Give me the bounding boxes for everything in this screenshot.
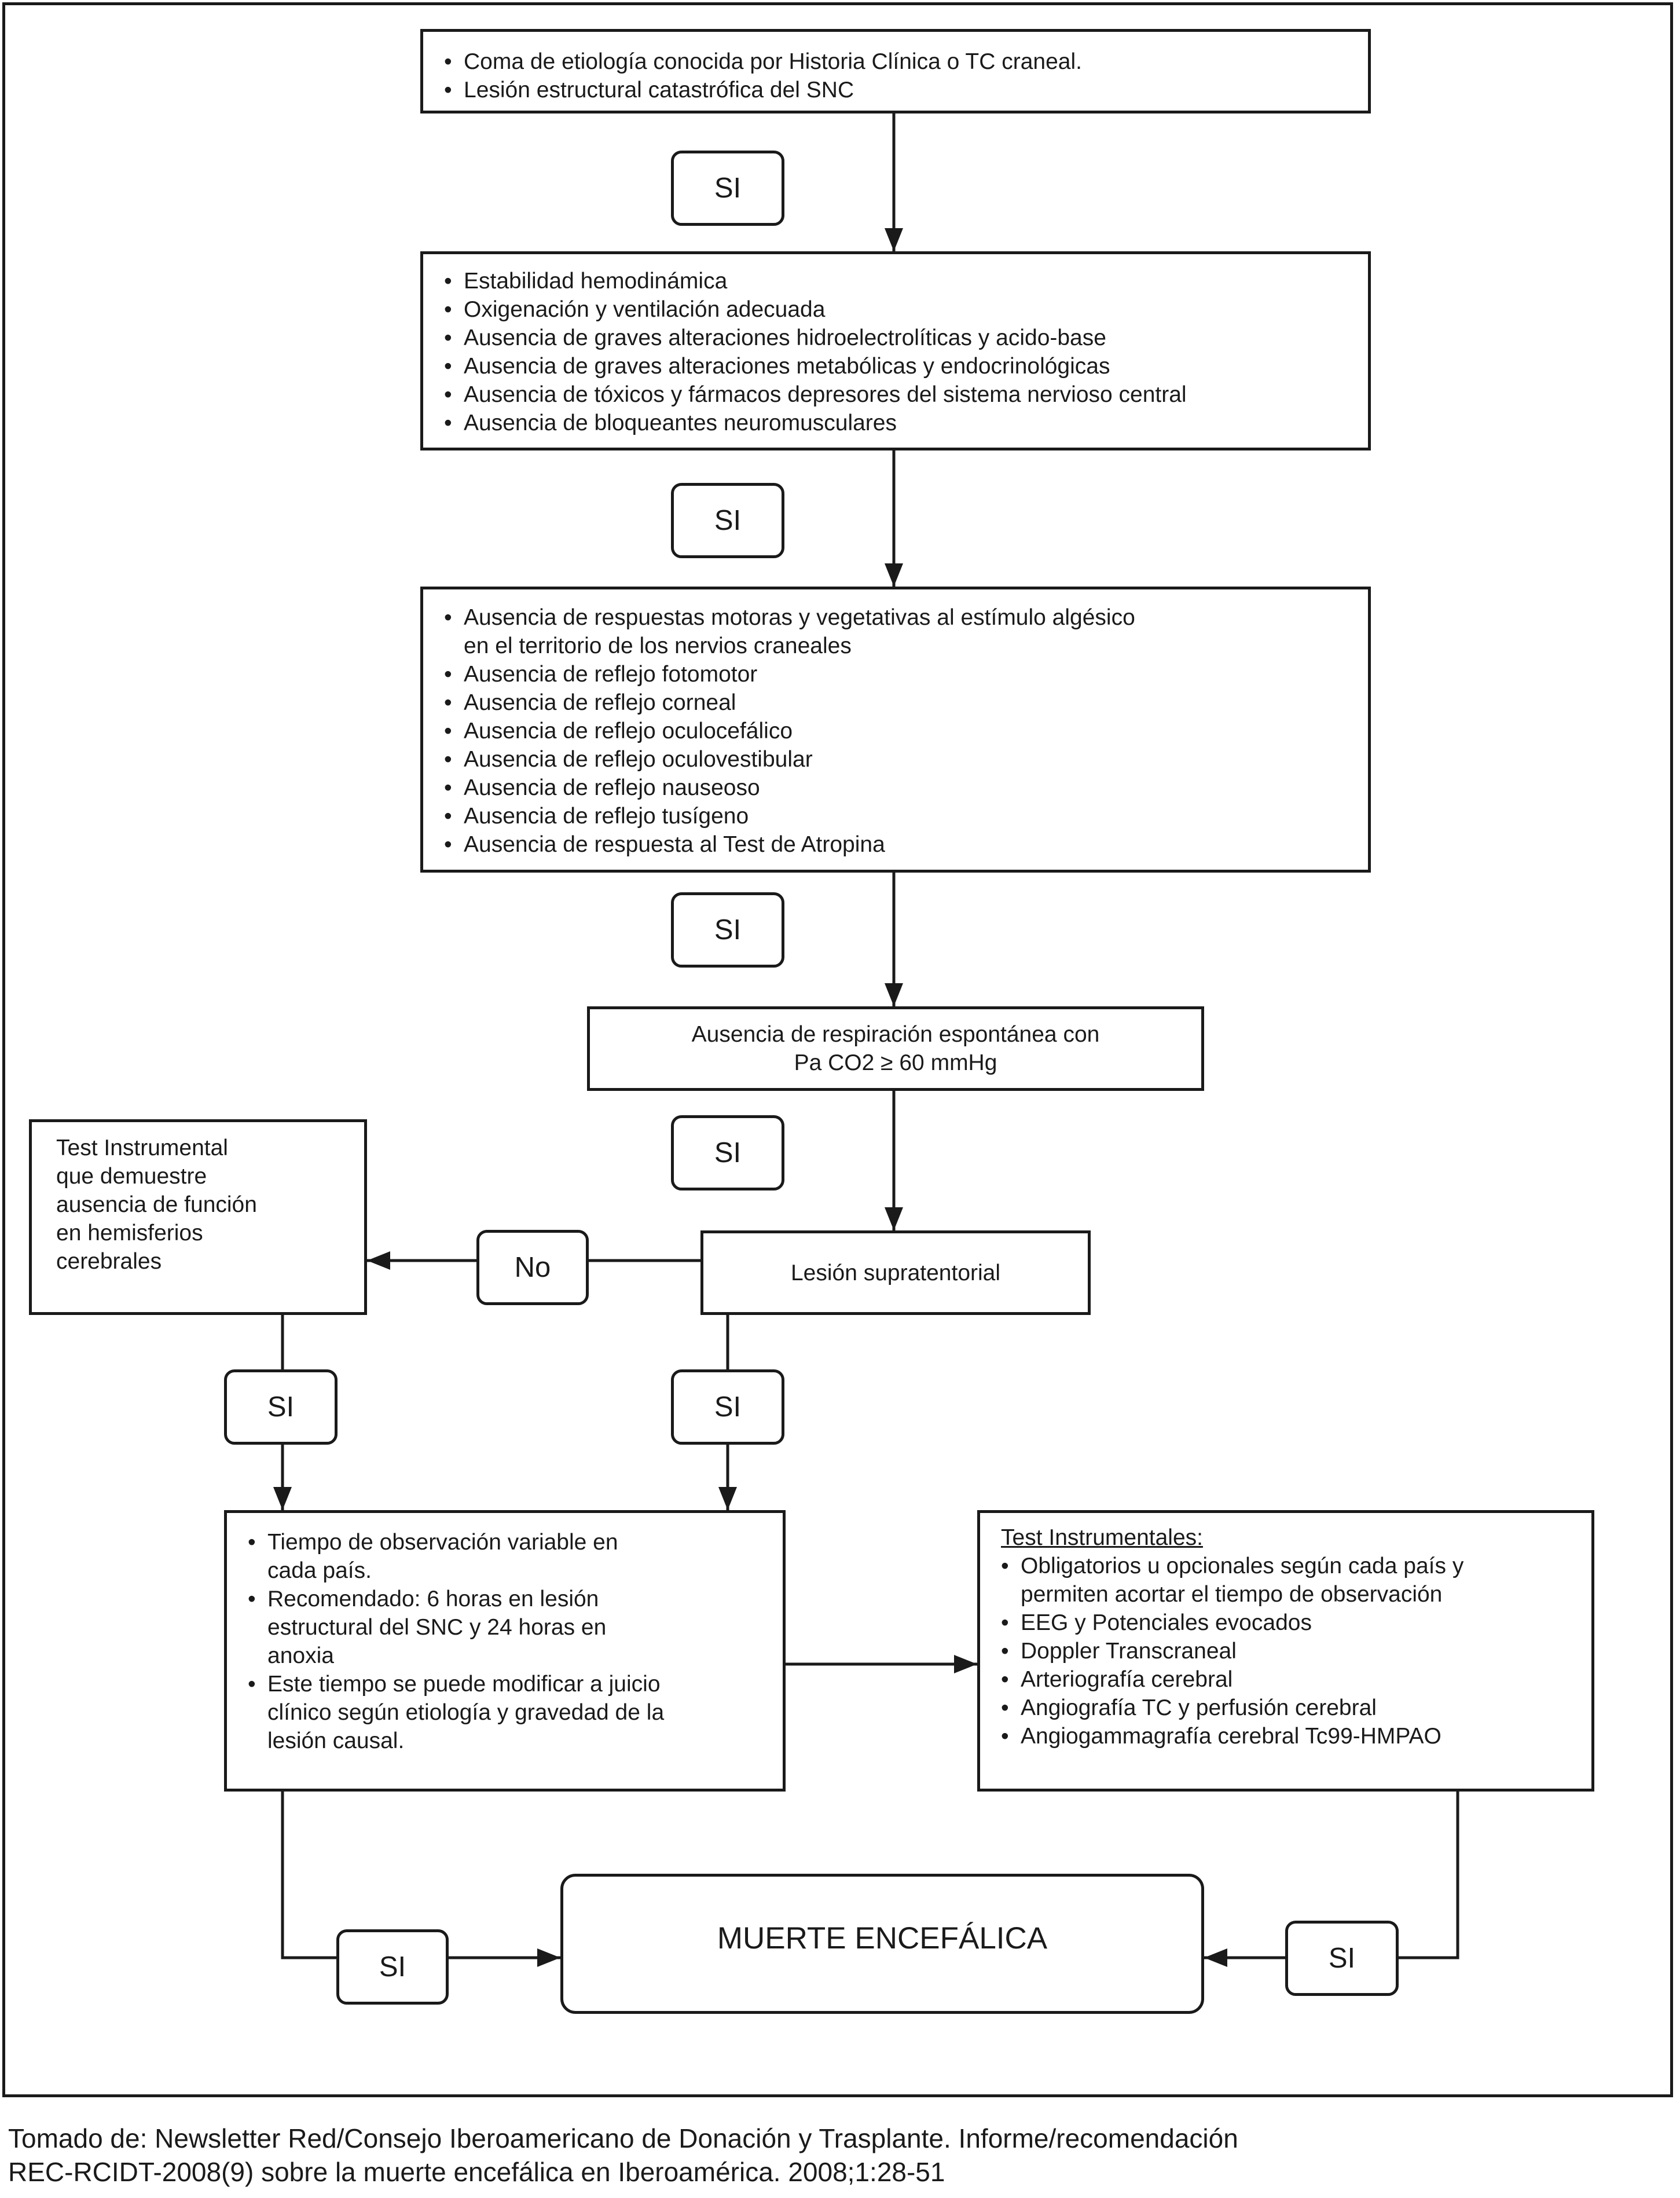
box-supratentorial: Lesión supratentorial xyxy=(700,1230,1091,1315)
box-prerequisites: Estabilidad hemodinámica Oxigenación y v… xyxy=(420,251,1371,450)
box-item: Ausencia de reflejo fotomotor xyxy=(444,660,1139,688)
muerte-encefalica-label: MUERTE ENCEFÁLICA xyxy=(717,1921,1048,1955)
diagram-frame xyxy=(2,2,1673,2097)
supratentorial-label: Lesión supratentorial xyxy=(790,1260,1001,1285)
box-test-instrumentales: Test Instrumentales: Obligatorios u opci… xyxy=(977,1510,1594,1792)
box-item: Angiografía TC y perfusión cerebral xyxy=(1001,1694,1522,1722)
box-item: Ausencia de reflejo oculovestibular xyxy=(444,745,1139,774)
box-item: Lesión estructural catastrófica del SNC xyxy=(444,76,1368,104)
apnea-line-2: Pa CO2 ≥ 60 mmHg xyxy=(794,1050,997,1075)
box-item: Ausencia de reflejo tusígeno xyxy=(444,802,1139,830)
box-item: Arteriografía cerebral xyxy=(1001,1665,1522,1694)
apnea-line-1: Ausencia de respiración espontánea con xyxy=(691,1022,1100,1047)
box-item: Oxigenación y ventilación adecuada xyxy=(444,295,1368,324)
box-item: Ausencia de graves alteraciones hidroele… xyxy=(444,324,1368,352)
box-item: Doppler Transcraneal xyxy=(1001,1637,1522,1665)
si-label-2: SI xyxy=(671,483,784,558)
box-item: Ausencia de graves alteraciones metabóli… xyxy=(444,352,1368,380)
box-item: Este tiempo se puede modificar a juicio … xyxy=(248,1670,665,1755)
caption-line-2: REC-RCIDT-2008(9) sobre la muerte encefá… xyxy=(8,2157,945,2187)
box-item: Recomendado: 6 horas en lesión estructur… xyxy=(248,1585,665,1670)
si-label-bottom-right: SI xyxy=(1285,1921,1399,1996)
box-item: Angiogammagrafía cerebral Tc99-HMPAO xyxy=(1001,1722,1522,1750)
test-instrumentales-title: Test Instrumentales: xyxy=(1001,1525,1203,1550)
box-item: EEG y Potenciales evocados xyxy=(1001,1609,1522,1637)
box-clinical-exam: Ausencia de respuestas motoras y vegetat… xyxy=(420,587,1371,873)
box-item: Ausencia de tóxicos y fármacos depresore… xyxy=(444,380,1368,409)
box-item: Ausencia de reflejo nauseoso xyxy=(444,774,1139,802)
box-item: Estabilidad hemodinámica xyxy=(444,267,1368,295)
box-item: Obligatorios u opcionales según cada paí… xyxy=(1001,1552,1522,1609)
box-item: Ausencia de respuestas motoras y vegetat… xyxy=(444,603,1139,660)
box-item: Coma de etiología conocida por Historia … xyxy=(444,47,1368,76)
no-label: No xyxy=(476,1230,589,1305)
source-caption: Tomado de: Newsletter Red/Consejo Iberoa… xyxy=(8,2122,1238,2189)
box-test-instrumental-hemispheres: Test Instrumental que demuestre ausencia… xyxy=(29,1119,367,1315)
box-observation-time: Tiempo de observación variable en cada p… xyxy=(224,1510,786,1792)
box-item: Ausencia de reflejo oculocefálico xyxy=(444,717,1139,745)
box-item: Tiempo de observación variable en cada p… xyxy=(248,1528,665,1585)
box-item: Ausencia de reflejo corneal xyxy=(444,688,1139,717)
box-item: Ausencia de bloqueantes neuromusculares xyxy=(444,409,1368,437)
test-instrumental-text: Test Instrumental que demuestre ausencia… xyxy=(56,1135,257,1274)
box-item: Ausencia de respuesta al Test de Atropin… xyxy=(444,830,1139,859)
si-label-center: SI xyxy=(671,1369,784,1445)
si-label-1: SI xyxy=(671,151,784,226)
si-label-4: SI xyxy=(671,1115,784,1190)
si-label-3: SI xyxy=(671,892,784,968)
box-apnea-test: Ausencia de respiración espontánea con P… xyxy=(587,1006,1204,1091)
arrow-b7-final xyxy=(281,1792,560,1967)
box-muerte-encefalica: MUERTE ENCEFÁLICA xyxy=(560,1874,1204,2014)
box-coma-etiology: Coma de etiología conocida por Historia … xyxy=(420,29,1371,113)
si-label-left: SI xyxy=(224,1369,338,1445)
caption-line-1: Tomado de: Newsletter Red/Consejo Iberoa… xyxy=(8,2123,1238,2153)
si-label-bottom-left: SI xyxy=(336,1929,449,2005)
